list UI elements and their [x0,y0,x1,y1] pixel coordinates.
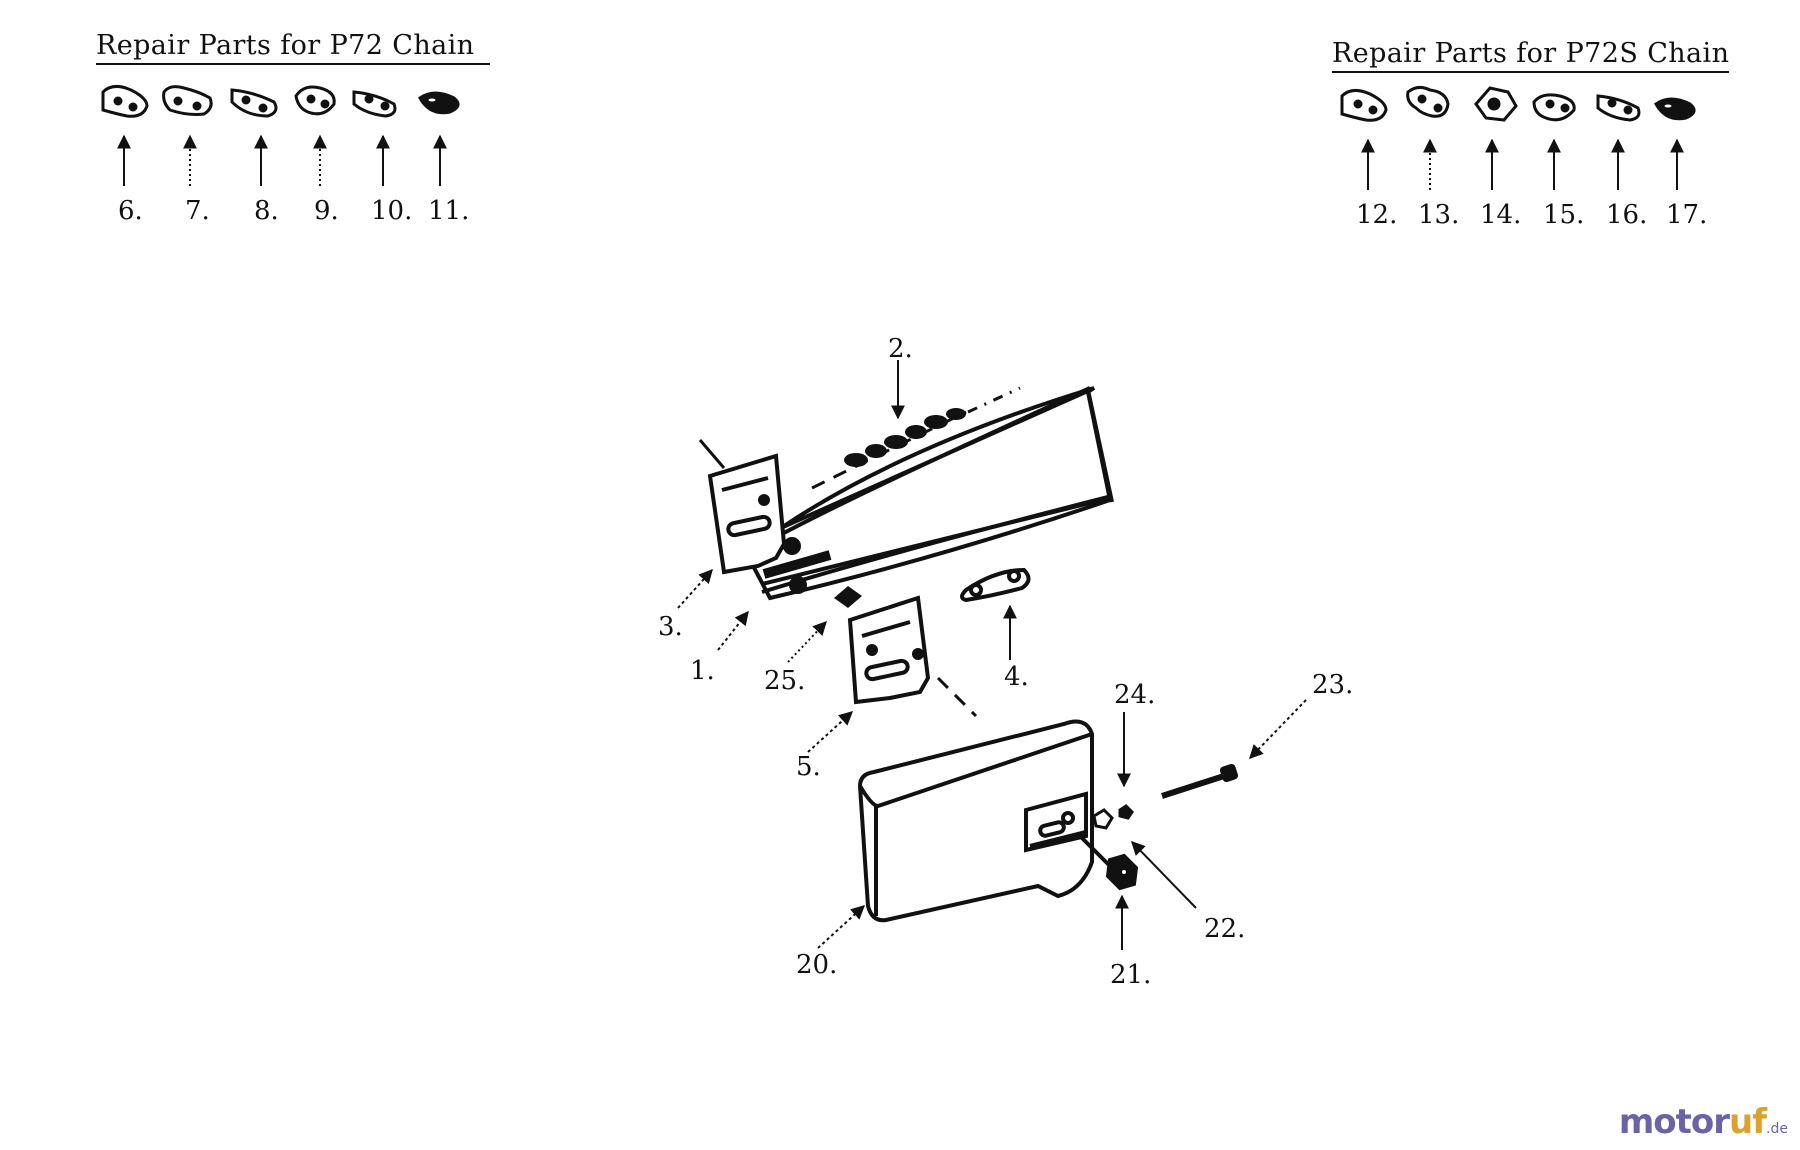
bar-nut-part-21[interactable] [1076,832,1139,891]
part-8-drive-link-icon[interactable] [230,88,278,118]
part-13-cutter-link-icon[interactable] [1406,85,1450,118]
callout-24: 24. [1114,680,1156,710]
ref-label-9: 9. [314,196,339,226]
part-11-rivet-link-icon[interactable] [418,91,460,115]
adjusting-screw-part-23[interactable] [1161,763,1239,799]
part-17-rivet-link-icon[interactable] [1654,97,1696,121]
ref-label-12: 12. [1356,200,1398,230]
callout-3: 3. [658,612,683,642]
p72s-parts-row [1340,85,1696,122]
ref-label-14: 14. [1480,200,1522,230]
callout-20: 20. [796,950,838,980]
part-16-drive-link-icon[interactable] [1596,94,1641,122]
inner-bar-plate-part-3[interactable] [698,439,787,575]
callout-22: 22. [1204,914,1246,944]
motoruf-watermark-logo: motoruf.de [1618,1102,1788,1142]
part-10-drive-link-icon[interactable] [352,90,397,118]
part-7-cutter-link-icon[interactable] [162,85,213,116]
part-9-tie-strap-icon[interactable] [294,85,336,116]
bar-adjuster-pin-part-25[interactable] [834,586,862,608]
part-12-cutter-link-icon[interactable] [1340,89,1388,122]
ref-label-17: 17. [1666,200,1708,230]
ref-label-11: 11. [428,196,470,226]
callout-25: 25. [764,666,806,696]
p72-section-title: Repair Parts for P72 Chain [96,30,491,65]
callout-1: 1. [690,656,715,686]
part-15-tie-strap-icon[interactable] [1532,93,1576,122]
outer-bar-plate-part-5[interactable] [847,595,978,718]
ref-label-6: 6. [118,196,143,226]
p72s-section-title: Repair Parts for P72S Chain [1332,38,1730,73]
ref-label-13: 13. [1418,200,1460,230]
ref-label-16: 16. [1606,200,1648,230]
part-14-drive-link-icon[interactable] [1474,86,1518,122]
connecting-link-part-4[interactable] [960,567,1031,603]
p72s-arrows [1361,138,1684,190]
callout-5: 5. [796,752,821,782]
callout-4: 4. [1004,662,1029,692]
ref-label-15: 15. [1543,200,1585,230]
part-6-cutter-link-icon[interactable] [101,85,149,118]
p72-parts-row [101,85,460,118]
saw-chain-part-2[interactable] [811,386,1021,490]
adjuster-nut-part-22[interactable] [1092,804,1134,830]
p72-arrows [117,134,447,186]
callout-leaders [677,360,1307,950]
callout-2: 2. [888,334,913,364]
callout-23: 23. [1312,670,1354,700]
callout-21: 21. [1110,960,1152,990]
ref-label-7: 7. [185,196,210,226]
sprocket-cover-part-20[interactable] [857,719,1094,923]
ref-label-8: 8. [254,196,279,226]
ref-label-10: 10. [371,196,413,226]
